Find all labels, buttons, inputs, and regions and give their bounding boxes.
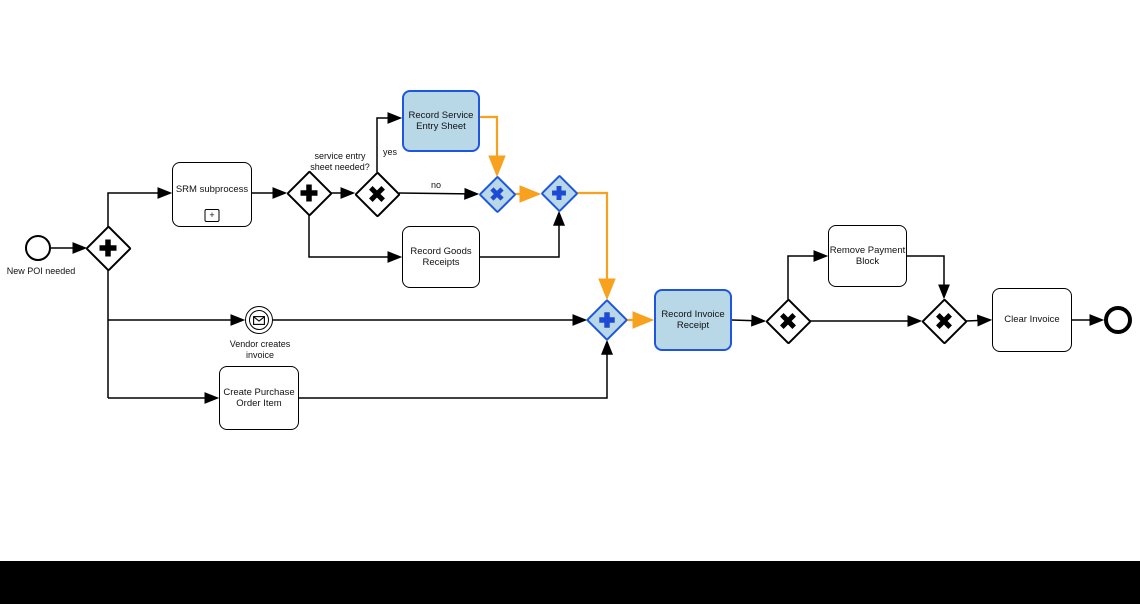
letterbox-bottom <box>0 561 1140 604</box>
flow-split-to-srm <box>107 187 173 227</box>
flow-parallel-to-goods-receipts <box>308 215 403 263</box>
task-record-goods-receipts[interactable]: Record Goods Receipts <box>402 226 480 288</box>
exclusive-gateway-service-entry[interactable] <box>353 170 401 218</box>
flow-yes-to-service-entry <box>376 112 403 172</box>
subprocess-expand-marker[interactable]: + <box>204 209 220 222</box>
gateway-question-label: service entry sheet needed? <box>310 151 370 172</box>
flow-po-item-to-join <box>299 339 613 399</box>
flow-xor-to-remove-block <box>787 250 829 299</box>
task-create-purchase-order-item[interactable]: Create Purchase Order Item <box>219 366 299 430</box>
envelope-icon <box>253 315 265 325</box>
exclusive-gateway-merge-highlighted[interactable] <box>477 174 517 214</box>
task-remove-payment-block[interactable]: Remove Payment Block <box>828 225 907 287</box>
task-label: SRM subprocess <box>175 183 249 195</box>
task-label: Record Service Entry Sheet <box>408 109 474 133</box>
exclusive-x-icon <box>936 313 952 329</box>
parallel-plus-icon <box>300 184 318 202</box>
flow-highlight-join-down <box>577 191 616 301</box>
task-clear-invoice[interactable]: Clear Invoice <box>992 288 1072 352</box>
end-event[interactable] <box>1104 306 1132 334</box>
message-event-label: Vendor creates invoice <box>229 339 291 360</box>
task-srm-subprocess[interactable]: SRM subprocess + <box>172 162 252 227</box>
flow-goods-receipts-to-join <box>480 210 565 258</box>
parallel-plus-icon <box>599 312 615 328</box>
exclusive-x-icon <box>490 187 504 201</box>
flow-merge-to-clear-invoice <box>965 314 993 327</box>
flow-no-to-xor-merge <box>398 187 480 200</box>
message-catch-event[interactable] <box>245 306 273 334</box>
flow-highlight-service-entry-to-xor <box>480 115 506 178</box>
task-label: Record Invoice Receipt <box>661 308 725 332</box>
task-label: Create Purchase Order Item <box>223 386 295 410</box>
flow-remove-block-to-merge <box>907 255 950 300</box>
exclusive-x-icon <box>780 313 796 329</box>
parallel-gateway-split-start[interactable] <box>84 224 132 272</box>
start-event[interactable] <box>25 235 51 261</box>
parallel-plus-icon <box>99 239 117 257</box>
task-label: Record Goods Receipts <box>410 245 472 269</box>
start-event-label: New POI needed <box>6 266 76 276</box>
task-label: Remove Payment Block <box>829 244 906 268</box>
parallel-gateway-join-upper-highlighted[interactable] <box>539 173 579 213</box>
parallel-plus-icon <box>552 186 566 200</box>
message-event-inner-ring <box>249 310 269 330</box>
yes-label: yes <box>382 147 398 157</box>
flow-invoice-receipt-to-xor <box>731 314 767 327</box>
parallel-gateway-join-main-highlighted[interactable] <box>585 298 629 342</box>
task-record-invoice-receipt[interactable]: Record Invoice Receipt <box>654 289 732 351</box>
task-record-service-entry-sheet[interactable]: Record Service Entry Sheet <box>402 90 480 152</box>
task-label: Clear Invoice <box>1004 314 1060 326</box>
exclusive-x-icon <box>369 186 385 202</box>
no-label: no <box>430 180 442 190</box>
exclusive-gateway-payment-block[interactable] <box>764 297 812 345</box>
parallel-gateway-split-upper[interactable] <box>285 169 333 217</box>
exclusive-gateway-merge-final[interactable] <box>920 297 968 345</box>
